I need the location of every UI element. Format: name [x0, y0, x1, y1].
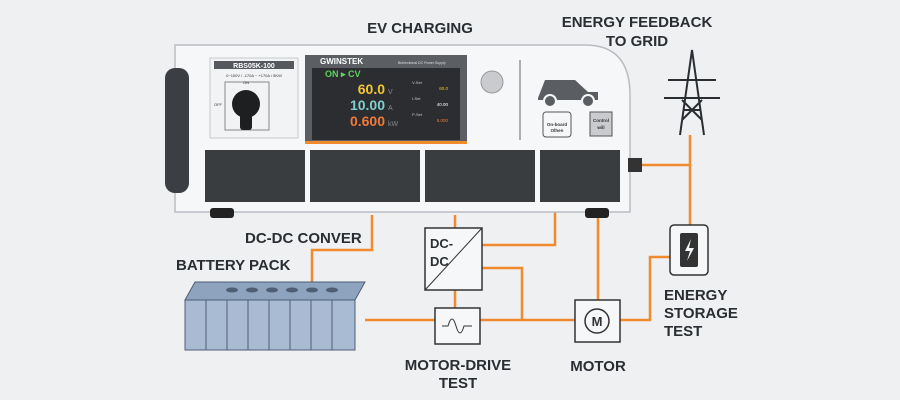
onboard-label-2: Olhen	[551, 128, 564, 133]
energy-storage-label-3: TEST	[664, 323, 702, 340]
iset-label: I-Set	[412, 96, 421, 101]
vset-label: V-Set	[412, 80, 423, 85]
energy-feedback-label-2: TO GRID	[606, 33, 668, 50]
vset-value: 60.0	[439, 86, 448, 91]
motor-symbol: M	[592, 314, 603, 329]
power-reading: 0.600	[350, 113, 385, 129]
display-screen	[312, 68, 460, 140]
dc-dc-conver-label: DC-DC CONVER	[245, 230, 362, 247]
spec-label: 0~100V / -170A ~ +170A / 5KW	[226, 73, 282, 78]
energy-storage-label: ENERGY	[664, 287, 727, 304]
voltage-reading: 60.0	[358, 81, 385, 97]
energy-storage-label-2: STORAGE	[664, 305, 738, 322]
brand-logo: GWINSTEK	[320, 57, 363, 66]
motor-icon	[584, 308, 610, 334]
transmission-tower-icon	[664, 49, 720, 136]
power-supply-device: RBS05K-100 0~100V / -170A ~ +170A / 5KW …	[165, 44, 642, 218]
voltage-unit: V	[388, 89, 393, 96]
knob[interactable]	[480, 70, 504, 94]
ev-charging-label: EV CHARGING	[367, 20, 473, 37]
motor-label: MOTOR	[570, 358, 626, 375]
battery-pack-icon	[184, 281, 366, 351]
switch-off-label: OFF	[214, 102, 223, 107]
power-unit: kW	[388, 121, 399, 128]
waveform-icon	[442, 318, 472, 334]
dc-dc-box-label: DC-	[430, 236, 453, 251]
mode-indicator: ON ▸ CV	[325, 69, 361, 79]
plug-icon	[628, 158, 642, 172]
model-label: RBS05K-100	[233, 63, 275, 70]
motor-drive-test-label: MOTOR-DRIVE	[405, 357, 511, 374]
switch-on-label: ON	[243, 80, 249, 85]
device-subtitle: Bidirectional DC Power Supply	[398, 61, 446, 65]
car-icon	[538, 80, 598, 108]
battery-pack-label: BATTERY PACK	[176, 257, 291, 274]
motor-drive-test-label-2: TEST	[439, 375, 477, 392]
pset-value: 5.000	[437, 118, 449, 123]
current-unit: A	[388, 105, 393, 112]
energy-feedback-label: ENERGY FEEDBACK	[562, 14, 713, 31]
control-label: Control	[593, 118, 609, 123]
onboard-label: On-board	[547, 122, 567, 127]
motor-drive-test-box	[434, 307, 481, 345]
pset-label: P-Set	[412, 112, 423, 117]
vents	[205, 150, 620, 202]
handle	[165, 68, 189, 193]
control-label-2: will	[596, 125, 604, 130]
current-reading: 10.00	[350, 97, 385, 113]
motor-box	[574, 299, 621, 343]
dc-dc-box-label-2: DC	[430, 254, 449, 269]
iset-value: 40.00	[437, 102, 449, 107]
